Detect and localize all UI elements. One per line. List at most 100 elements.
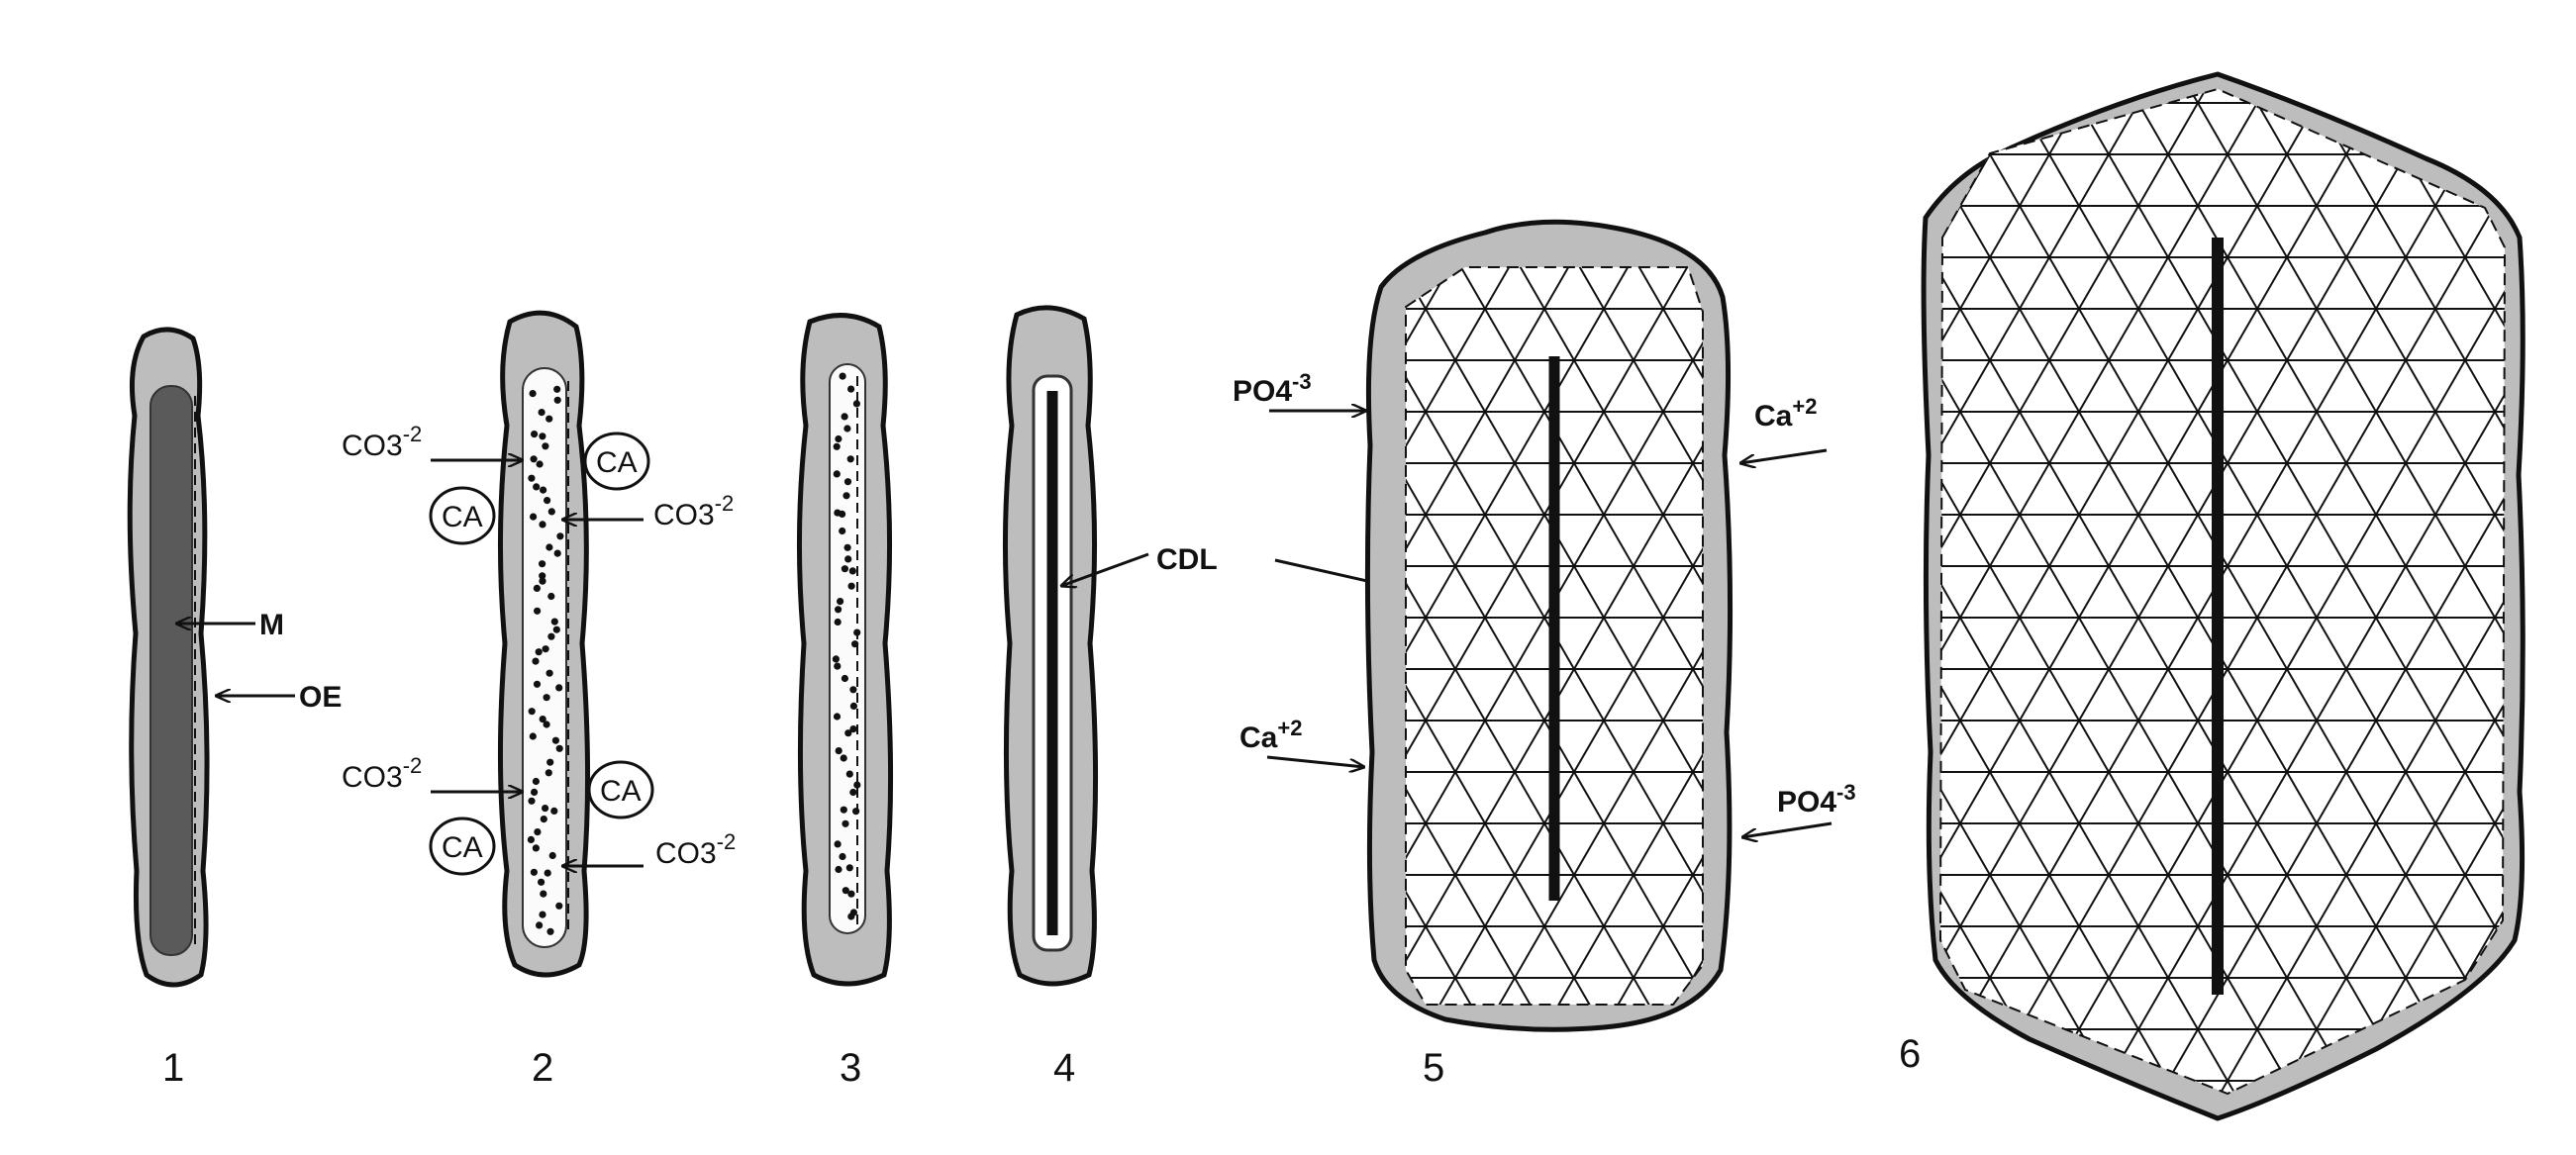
mineral-dot [834, 443, 841, 450]
mineral-dot [539, 578, 545, 585]
mineral-dot [534, 828, 541, 835]
label-ca-bottom-left: CA [442, 831, 483, 864]
panel-2-ca-bottom-right: CA [589, 762, 652, 818]
mineral-dot [847, 455, 854, 462]
mineral-dot [541, 816, 547, 822]
mineral-dot [552, 737, 559, 744]
label-cdl: CDL [1156, 543, 1218, 576]
mineral-dot [545, 416, 552, 423]
mineral-dot [542, 805, 548, 812]
mineral-dot [834, 713, 841, 720]
mineral-dot [556, 532, 563, 539]
mineral-dot [836, 747, 842, 754]
mineral-dot [545, 543, 552, 550]
mineral-dot [546, 759, 553, 766]
mineral-dot [539, 521, 545, 528]
mineral-dot [846, 864, 853, 871]
panel-2-co3-top-left: CO3-2 [342, 422, 523, 462]
mineral-dot [834, 663, 841, 670]
panel-number-4: 4 [1053, 1046, 1075, 1090]
mineral-dot [835, 606, 842, 613]
panel-2-ca-top-right: CA [585, 433, 648, 489]
mineral-dot [531, 789, 538, 796]
label-po4-bottom-right: PO4-3 [1777, 780, 1856, 818]
label-m: M [259, 609, 284, 641]
mineral-dot [842, 413, 848, 420]
mineral-dot [842, 565, 848, 572]
mineral-dot [851, 640, 858, 647]
mineral-dot [853, 629, 860, 636]
mineral-dot [538, 879, 545, 886]
mineral-dot [528, 798, 535, 805]
label-ca-top-left: CA [442, 501, 483, 533]
mineral-dot [852, 808, 859, 815]
mineral-dot [539, 409, 545, 416]
mineral-dot [841, 807, 847, 814]
mineral-dot [849, 567, 856, 574]
mineral-dot [540, 487, 546, 494]
mineral-dot [531, 431, 538, 437]
panel-4-rod [1005, 308, 1095, 984]
mineral-dot [554, 397, 561, 404]
mineral-dot [534, 608, 541, 615]
mineral-dot [548, 508, 555, 515]
panel-number-2: 2 [532, 1046, 553, 1090]
mineral-dot [844, 555, 851, 562]
panel-5-ca-bottom-left: Ca+2 [1239, 716, 1364, 767]
mineral-dot [853, 400, 860, 407]
mineral-dot [551, 619, 558, 626]
panel-6-crystal [1924, 74, 2523, 1118]
panel-5-po4-bottom-right: PO4-3 [1742, 780, 1856, 837]
mineral-dot [839, 511, 845, 518]
mineral-dot [850, 703, 857, 710]
panel-2-organic-matrix [523, 368, 566, 947]
mineral-dot [834, 470, 841, 477]
mineral-dot [839, 528, 845, 534]
mineral-dot [847, 913, 854, 919]
mineral-dot [835, 840, 842, 847]
mineral-dot [530, 514, 537, 521]
mineral-dot [544, 497, 550, 504]
mineral-dot [545, 870, 551, 877]
panel-1-rod [130, 330, 207, 985]
mineral-dot [833, 655, 840, 662]
mineral-dot [545, 769, 552, 776]
mineral-dot [539, 912, 545, 918]
mineral-dot [837, 598, 843, 605]
mineral-dot [847, 386, 854, 393]
mineral-dot [844, 478, 851, 485]
mineral-dot [542, 442, 548, 449]
mineral-dot [533, 778, 540, 785]
mineral-dot [842, 675, 848, 682]
mineral-dot [534, 585, 541, 592]
mineral-dot [546, 928, 553, 935]
label-ca-ion-top-right: Ca+2 [1754, 394, 1817, 433]
mineral-dot [555, 903, 562, 910]
mineral-dot [849, 686, 856, 693]
mineral-dot [849, 789, 856, 796]
mineral-dot [843, 425, 850, 432]
panel-number-5: 5 [1423, 1046, 1444, 1090]
panel-number-3: 3 [840, 1046, 861, 1090]
mineral-dot [549, 852, 556, 859]
mineral-dot [839, 853, 845, 860]
mineral-dot [547, 593, 554, 600]
mineral-dot [540, 891, 546, 898]
mineral-dot [842, 492, 849, 499]
mineral-dot [543, 645, 549, 652]
mineral-dot [537, 460, 544, 467]
label-co3-bottom-left: CO3-2 [342, 753, 422, 794]
mineral-dot [533, 483, 540, 490]
panel-number-1: 1 [162, 1046, 184, 1090]
mineral-dot [844, 544, 851, 551]
label-ca-bottom-right: CA [600, 775, 642, 808]
mineral-dot [531, 869, 538, 876]
label-co3-top-left: CO3-2 [342, 422, 422, 462]
mineral-dot [553, 386, 560, 393]
mineral-dot [550, 808, 557, 815]
mineral-dot [853, 782, 860, 789]
mineral-dot [539, 433, 545, 439]
mineral-dot [554, 550, 561, 557]
